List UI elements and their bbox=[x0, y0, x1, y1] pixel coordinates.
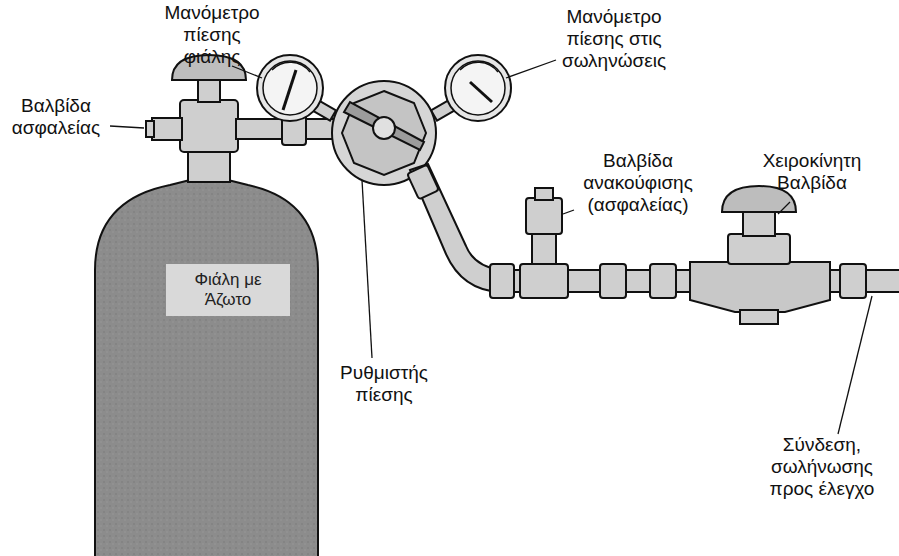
leader-line bbox=[362, 180, 372, 358]
gauge-scale bbox=[460, 62, 498, 72]
leader-line bbox=[778, 202, 790, 214]
valve-label: Χειροκίνητη Βαλβίδα bbox=[753, 150, 871, 194]
line-pressure-gauge bbox=[445, 55, 511, 121]
cylinder-label-box: Φιάλη με Άζωτο bbox=[166, 264, 290, 316]
valve-stem bbox=[743, 212, 775, 236]
leader-line bbox=[506, 60, 556, 78]
cylinder-safety-valve bbox=[152, 118, 182, 140]
valve-bonnet bbox=[728, 234, 790, 264]
gauge-scale bbox=[272, 62, 310, 72]
regulator-hub bbox=[373, 117, 395, 139]
pipe-nut bbox=[840, 264, 866, 298]
tee-fitting bbox=[520, 264, 568, 298]
safety-cap bbox=[146, 121, 154, 137]
gauge-needle bbox=[470, 82, 492, 102]
pipe-nut bbox=[600, 264, 626, 298]
pipe-nut bbox=[650, 264, 676, 298]
regulator-bonnet bbox=[342, 91, 426, 175]
gauge-label: Μανόμετρο πίεσης φιάλης bbox=[153, 2, 271, 68]
cylinder-pressure-gauge bbox=[257, 55, 323, 121]
relief-valve bbox=[526, 198, 562, 234]
relief-valve-cap bbox=[535, 188, 553, 200]
nitrogen-cylinder bbox=[95, 180, 318, 556]
manual-valve-body bbox=[690, 262, 830, 312]
regulator-tee-handle bbox=[344, 102, 424, 150]
leader-line bbox=[232, 66, 262, 78]
valve-drain bbox=[740, 310, 778, 324]
valve-stem bbox=[198, 80, 220, 102]
gauge-label: Μανόμετρο πίεσης στις σωληνώσεις bbox=[554, 6, 674, 72]
connection-label: Σύνδεση, σωλήνωσης προς έλεγχο bbox=[762, 434, 882, 500]
valve-label: Βαλβίδα ασφαλείας bbox=[6, 95, 106, 139]
leader-line bbox=[563, 210, 574, 214]
leader-line bbox=[838, 296, 872, 434]
gauge-face bbox=[451, 61, 505, 115]
leader-line bbox=[110, 126, 144, 128]
node-text: Φιάλη με Άζωτο bbox=[174, 270, 282, 310]
cylinder-valve bbox=[180, 100, 238, 152]
valve-label: Βαλβίδα ανακούφισης (ασφαλείας) bbox=[576, 150, 700, 216]
cylinder-neck bbox=[188, 150, 230, 182]
pipe-nut bbox=[490, 264, 514, 298]
regulator-label: Ρυθμιστής πίεσης bbox=[329, 362, 439, 406]
gauge-face bbox=[263, 61, 317, 115]
gauge-needle bbox=[283, 70, 296, 110]
hose-fitting bbox=[407, 165, 439, 200]
